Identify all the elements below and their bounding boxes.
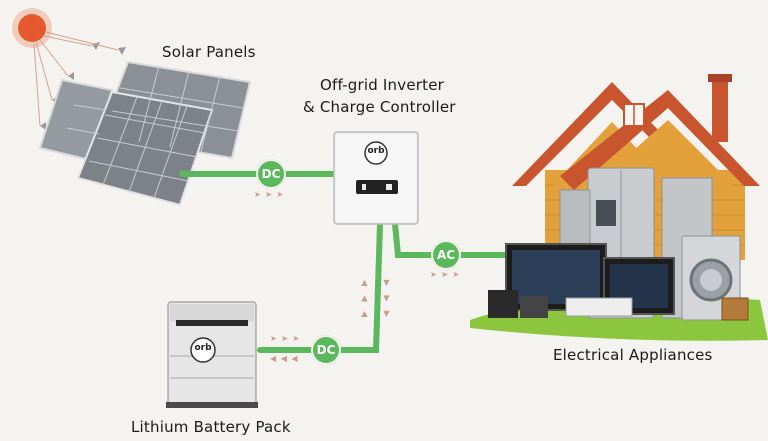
- dc-badge-battery: DC: [311, 335, 341, 365]
- battery-logo: orb: [194, 343, 212, 353]
- flow-arrows-battery-in: ◀ ◀ ◀: [270, 354, 299, 363]
- appliances-label: Electrical Appliances: [553, 346, 713, 364]
- flow-arrows-up: ▲ ▲ ▲: [360, 278, 369, 321]
- dc-badge-panels: DC: [256, 159, 286, 189]
- solar-panels-label: Solar Panels: [162, 43, 256, 61]
- solar-panel-icon: [38, 60, 252, 207]
- flow-arrows-appliances: ➤ ➤ ➤: [430, 270, 461, 279]
- flow-arrows-panels: ➤ ➤ ➤: [254, 190, 285, 199]
- sun-icon: [12, 8, 126, 130]
- battery-icon: [166, 301, 258, 408]
- inverter-logo: orb: [367, 146, 385, 156]
- ac-badge-appliances: AC: [431, 240, 461, 270]
- inverter-label-line1: Off-grid Inverter: [320, 76, 444, 94]
- inverter-icon: [333, 131, 419, 225]
- inverter-label-line2: & Charge Controller: [303, 98, 456, 116]
- flow-arrows-down: ▼ ▼ ▼: [382, 278, 391, 321]
- appliances-icon: [488, 167, 749, 321]
- battery-label: Lithium Battery Pack: [131, 418, 291, 436]
- flow-arrows-battery-out: ➤ ➤ ➤: [270, 334, 301, 343]
